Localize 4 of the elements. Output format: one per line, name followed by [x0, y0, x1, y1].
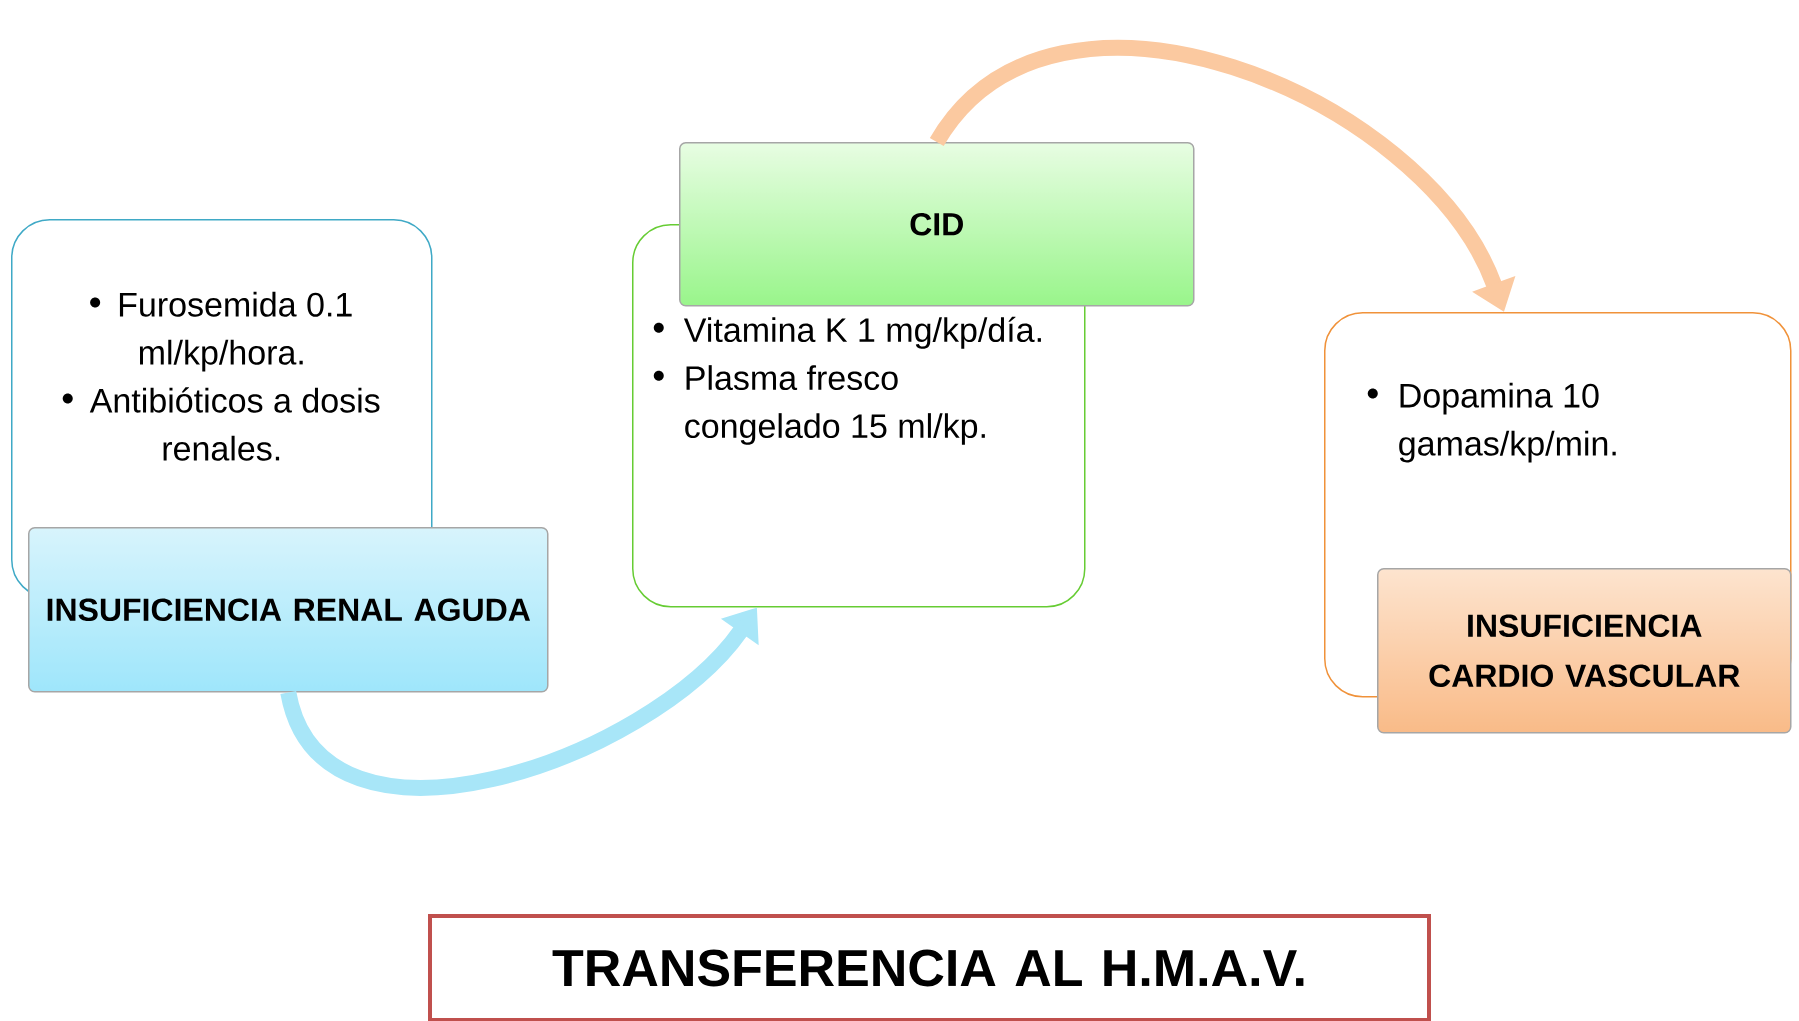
- heading-box: INSUFICIENCIA CARDIO VASCULAR: [1377, 568, 1792, 734]
- title-box: TRANSFERENCIA AL H.M.A.V.: [428, 914, 1431, 1021]
- heading-box: INSUFICIENCIA RENAL AGUDA: [28, 527, 549, 693]
- heading-box: CID: [679, 142, 1195, 307]
